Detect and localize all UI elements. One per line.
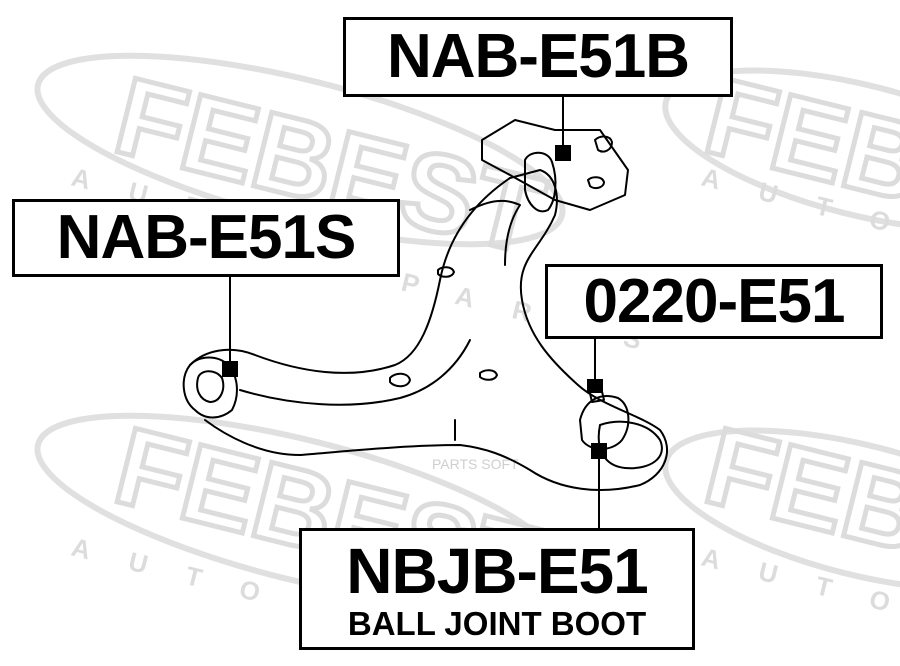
- arm-upper-rib: [469, 199, 521, 266]
- leader-lines: [222, 97, 607, 528]
- part-code-0220-e51: 0220-E51: [583, 266, 846, 336]
- watermark-site-mark: PARTS SOFT: [432, 456, 519, 472]
- watermark-emblem-bottom-right: [662, 427, 900, 593]
- marker-nbjb-e51: [591, 443, 607, 459]
- watermark-emblem-top-right: [662, 67, 900, 233]
- part-code-nab-e51s: NAB-E51S: [56, 203, 357, 272]
- ball-joint-boot: [597, 420, 663, 470]
- marker-nab-e51s: [222, 361, 238, 377]
- arm-hole-1: [437, 266, 455, 278]
- part-code-nbjb-e51: NBJB-E51: [346, 534, 648, 607]
- part-label-nab-e51b: NAB-E51B: [343, 17, 733, 97]
- front-bracket-bolt: [594, 135, 613, 153]
- marker-0220-e51: [587, 379, 603, 393]
- arm-rear-bushing-end: [182, 356, 238, 419]
- part-code-nab-e51b: NAB-E51B: [386, 22, 690, 91]
- front-bracket-bushing: [524, 151, 557, 213]
- arm-hole-3: [479, 369, 498, 381]
- arm-rear-bushing-inner: [196, 370, 225, 403]
- part-label-nab-e51s: NAB-E51S: [12, 199, 400, 277]
- front-bracket-hole: [587, 176, 605, 190]
- part-label-nbjb-e51: NBJB-E51 BALL JOINT BOOT: [299, 528, 695, 650]
- front-bracket-plate: [481, 119, 629, 211]
- part-label-0220-e51: 0220-E51: [545, 264, 883, 339]
- marker-nab-e51b: [555, 145, 571, 161]
- arm-hole-2: [389, 372, 411, 388]
- lower-control-arm-illustration: [182, 119, 669, 491]
- part-description-nbjb-e51: BALL JOINT BOOT: [347, 604, 647, 642]
- arm-body-outline: [189, 169, 669, 491]
- arm-inner-rib: [239, 339, 471, 406]
